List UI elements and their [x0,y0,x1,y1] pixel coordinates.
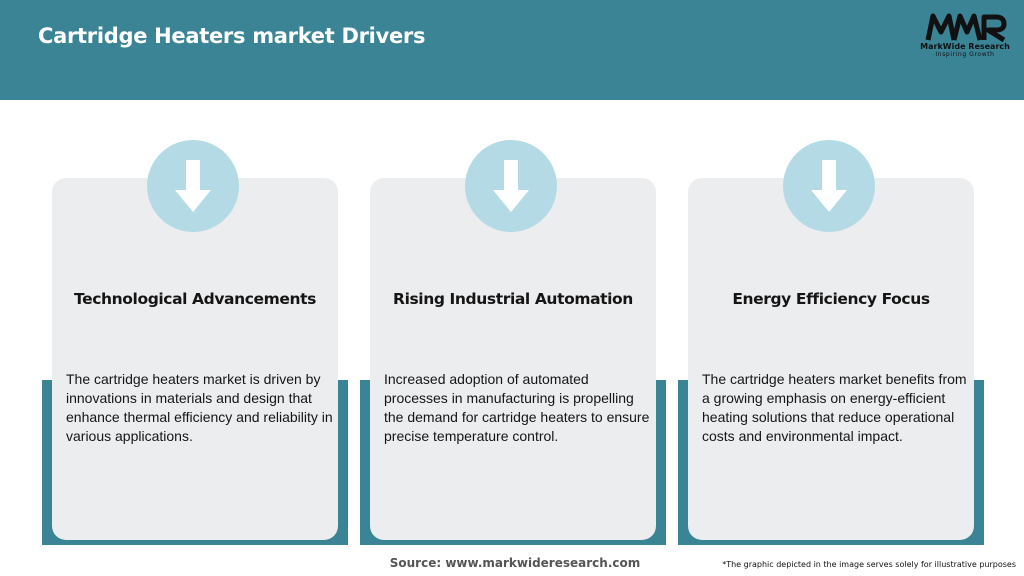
arrow-down-icon [147,140,239,232]
arrow-down-icon [465,140,557,232]
card-body: Energy Efficiency Focus The cartridge he… [688,178,974,540]
driver-card-technological: Technological Advancements The cartridge… [42,140,358,548]
card-body: Technological Advancements The cartridge… [52,178,338,540]
card-description: Increased adoption of automated processe… [384,371,650,444]
markwide-logo [925,13,1007,43]
card-description: The cartridge heaters market benefits fr… [702,371,967,444]
card-title: Rising Industrial Automation [393,290,633,308]
logo-tagline: Inspiring Growth [935,51,995,58]
driver-card-automation: Rising Industrial Automation Increased a… [360,140,676,548]
card-title: Energy Efficiency Focus [732,290,930,308]
card-body: Rising Industrial Automation Increased a… [370,178,656,540]
logo-name: MarkWide Research [920,42,1010,51]
header-banner: Cartridge Heaters market Drivers [0,0,1024,100]
disclaimer-note: *The graphic depicted in the image serve… [722,560,1016,569]
driver-card-energy-efficiency: Energy Efficiency Focus The cartridge he… [678,140,994,548]
card-description: The cartridge heaters market is driven b… [66,371,333,444]
arrow-down-icon [783,140,875,232]
page-title: Cartridge Heaters market Drivers [38,24,426,48]
card-title: Technological Advancements [74,290,316,308]
source-credit: Source: www.markwideresearch.com [389,556,641,570]
